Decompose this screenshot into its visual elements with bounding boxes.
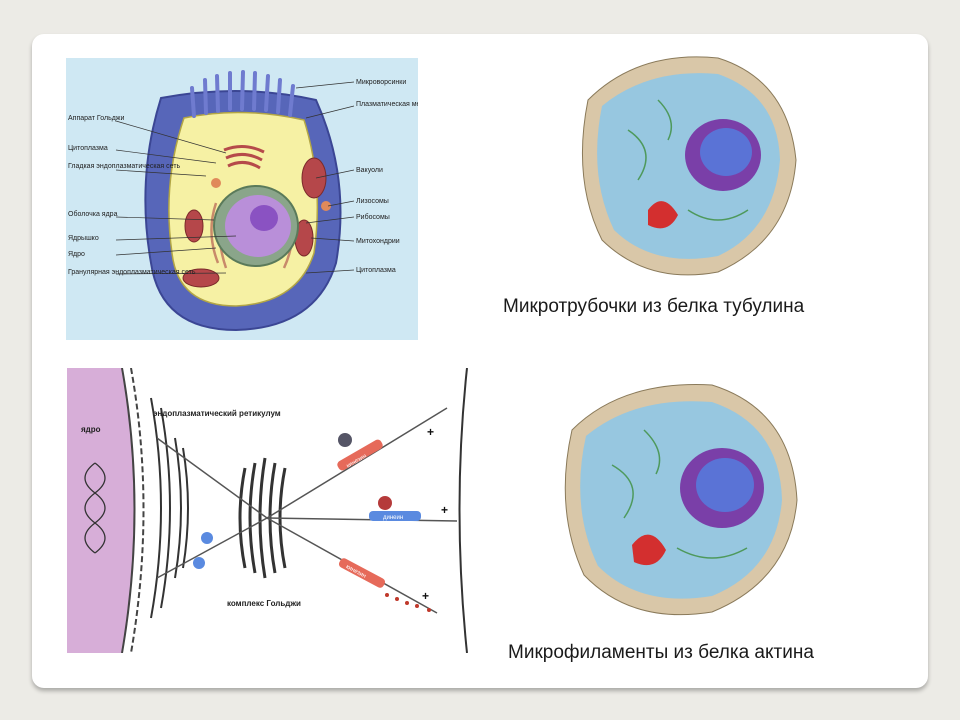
label-lysosomes: Лизосомы <box>356 198 389 205</box>
label-rough-er: Гранулярная эндоплазматическая сеть <box>68 269 196 276</box>
cell-3d-microtubules <box>568 40 808 290</box>
label-nucleus: Ядро <box>68 251 85 258</box>
caption-microfilaments: Микрофиламенты из белка актина <box>508 642 814 663</box>
animal-cell-illustration: Аппарат Гольджи Цитоплазма Гладкая эндоп… <box>68 70 418 332</box>
cell-3d-microfilaments <box>552 370 812 630</box>
label-vacuoles: Вакуоли <box>356 167 383 174</box>
plus-sign-2: + <box>441 503 448 517</box>
label-golgi-transport: комплекс Гольджи <box>227 599 301 608</box>
plus-sign-1: + <box>427 425 434 439</box>
plus-sign-3: + <box>422 589 429 603</box>
cell-3d-illustration-bottom <box>564 384 798 616</box>
label-cytoplasm-left: Цитоплазма <box>68 145 108 152</box>
label-dynein: динеин <box>383 515 403 521</box>
caption-microtubules: Микротрубочки из белка тубулина <box>503 296 805 317</box>
label-nucleolus: Ядрышко <box>68 235 99 242</box>
label-nuclear-envelope: Оболочка ядра <box>68 210 118 218</box>
transport-diagram: ядро эндоплазматический ретикулум компле… <box>67 368 477 653</box>
label-golgi: Аппарат Гольджи <box>68 115 124 122</box>
label-nucleus-transport: ядро <box>81 425 101 434</box>
cell-3d-illustration-top <box>581 56 797 276</box>
label-mitochondria: Митохондрии <box>356 238 400 245</box>
label-ribosomes: Рибосомы <box>356 213 390 221</box>
label-plasma-membrane: Плазматическая мембрана <box>356 100 418 108</box>
transport-illustration: ядро эндоплазматический ретикулум компле… <box>67 368 468 653</box>
label-microvilli: Микроворсинки <box>356 79 406 86</box>
label-cytoplasm-right: Цитоплазма <box>356 267 396 274</box>
label-er-transport: эндоплазматический ретикулум <box>153 409 281 418</box>
label-smooth-er: Гладкая эндоплазматическая сеть <box>68 163 181 170</box>
animal-cell-diagram: Аппарат Гольджи Цитоплазма Гладкая эндоп… <box>66 58 418 340</box>
